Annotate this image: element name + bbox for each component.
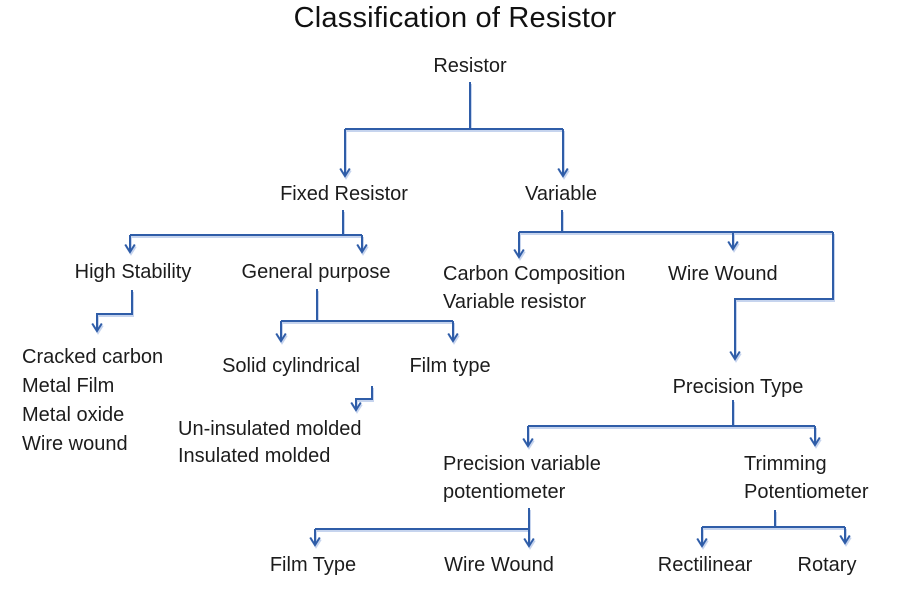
node-high-stability-types: Cracked carbon Metal Film Metal oxide Wi… (22, 343, 163, 459)
node-high-stability: High Stability (74, 261, 192, 283)
node-line: Insulated molded (178, 445, 331, 467)
node-line: Metal oxide (22, 404, 125, 426)
node-solid-cylindrical: Solid cylindrical (222, 355, 360, 377)
node-carbon-composition: Carbon Composition Variable resistor (443, 260, 625, 316)
edge-potentiometer-to-children (309, 508, 535, 548)
node-resistor: Resistor (433, 55, 507, 77)
node-precision-variable-potentiometer: Precision variable potentiometer (443, 450, 601, 506)
node-solid-cylindrical-types: Un-insulated molded Insulated molded (178, 416, 361, 470)
edge-trimming-to-children (696, 510, 851, 548)
edge-high-stability-to-list (91, 290, 133, 333)
node-variable: Variable (525, 183, 597, 205)
node-line: Cracked carbon (22, 346, 164, 368)
node-rectilinear: Rectilinear (657, 554, 753, 576)
node-line: Un-insulated molded (178, 418, 362, 440)
edge-variable-to-children (513, 210, 834, 361)
edge-resistor-to-children (339, 82, 569, 178)
node-line: Metal Film (22, 375, 115, 397)
node-fixed-resistor: Fixed Resistor (280, 183, 408, 205)
node-film-type-general: Film type (409, 355, 491, 377)
node-precision-type: Precision Type (672, 376, 804, 398)
node-line: Potentiometer (744, 481, 869, 503)
node-line: potentiometer (443, 481, 566, 503)
node-trimming-potentiometer: Trimming Potentiometer (744, 450, 869, 506)
node-rotary: Rotary (797, 554, 857, 576)
node-film-type-precision: Film Type (269, 554, 357, 576)
node-line: Trimming (744, 453, 827, 475)
node-line: Precision variable (443, 453, 601, 475)
node-general-purpose: General purpose (241, 261, 391, 283)
edge-precision-type-to-children (522, 400, 821, 448)
node-line: Carbon Composition (443, 263, 626, 285)
page-title: Classification of Resistor (293, 2, 617, 34)
edge-fixed-resistor-to-children (124, 210, 368, 254)
node-wire-wound-variable: Wire Wound (668, 263, 778, 285)
node-line: Wire wound (22, 433, 128, 455)
edge-solid-cylindrical-to-molded (350, 386, 373, 412)
node-wire-wound-precision: Wire Wound (444, 554, 554, 576)
node-line: Variable resistor (443, 291, 587, 313)
edge-general-purpose-to-children (275, 289, 459, 343)
